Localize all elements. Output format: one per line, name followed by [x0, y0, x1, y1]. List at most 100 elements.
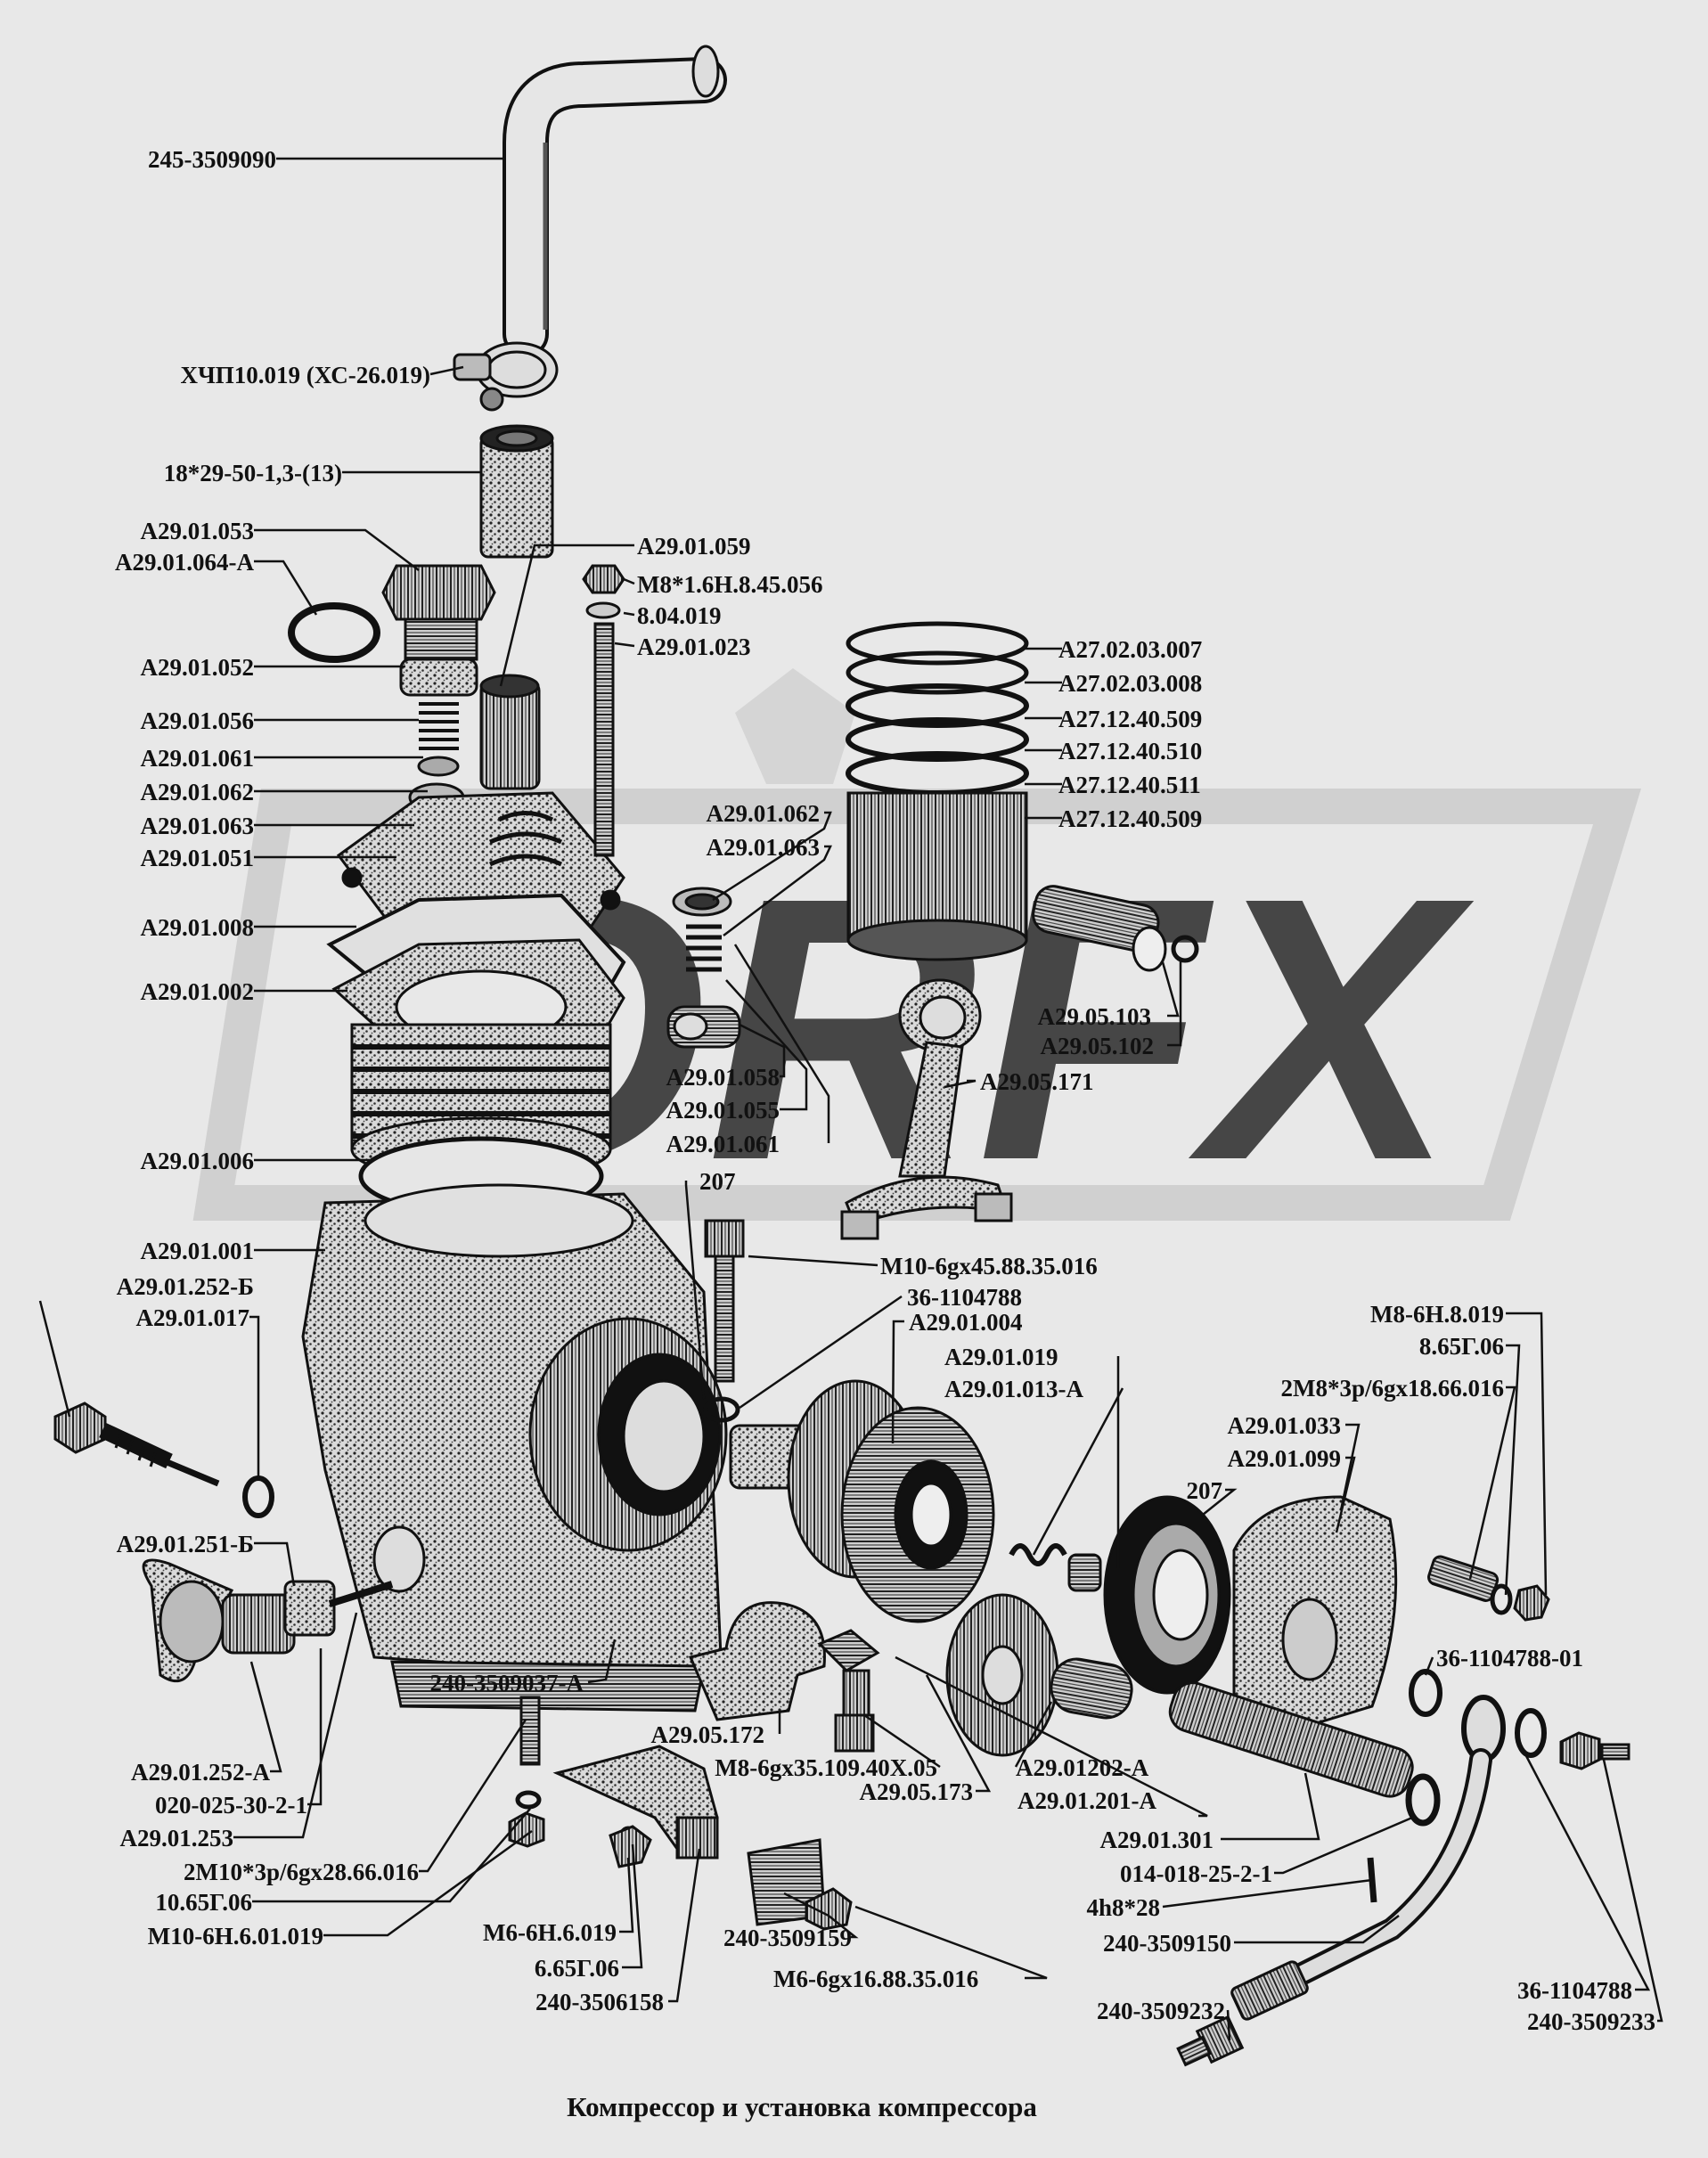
- part-label: А27.12.40.509: [1058, 706, 1202, 732]
- part-label: А29.01.058: [666, 1064, 780, 1091]
- bearing-207: [1103, 1495, 1231, 1695]
- part-label: А29.01.201-А: [1017, 1787, 1156, 1814]
- part-label: А29.01.059: [637, 533, 751, 560]
- part-label: 8.04.019: [637, 602, 722, 629]
- part-label: А29.01.301: [1100, 1827, 1214, 1853]
- plate-159: [747, 1838, 853, 1931]
- part-label: 240-3509037-А: [430, 1670, 584, 1696]
- part-label: 240-3509232: [1097, 1998, 1225, 2024]
- bushing-202: [1050, 1657, 1133, 1720]
- washer-207: [703, 1396, 740, 1423]
- part-label: А29.01.063: [707, 834, 821, 861]
- part-label: А27.02.03.007: [1058, 636, 1202, 663]
- part-label: А29.01.017: [136, 1304, 250, 1331]
- part-label: 240-3509150: [1103, 1930, 1231, 1957]
- part-label: А27.12.40.511: [1058, 772, 1201, 798]
- part-labels: 245-3509090 ХЧП10.019 (ХС-26.019) 18*29-…: [115, 146, 1655, 2035]
- stud: [582, 564, 625, 857]
- part-label: А29.01202-А: [1016, 1754, 1149, 1781]
- part-label: А29.01.008: [141, 914, 255, 941]
- part-label: А27.12.40.509: [1058, 805, 1202, 832]
- bearing-shell: [688, 1601, 826, 1721]
- banjo-washer: [1515, 1708, 1547, 1758]
- part-label: А29.05.102: [1041, 1033, 1155, 1059]
- part-label: А29.01.253: [120, 1825, 234, 1851]
- part-label: 6.65Г.06: [535, 1955, 619, 1982]
- part-label: 240-3509233: [1527, 2008, 1655, 2035]
- part-label: А27.02.03.008: [1058, 670, 1202, 697]
- bottom-stud: [508, 1696, 545, 1848]
- part-label: А29.01.251-Б: [117, 1531, 254, 1557]
- part-label: 245-3509090: [148, 146, 276, 173]
- bearing-cover: [1232, 1495, 1398, 1739]
- bracket-bolt: [817, 1629, 880, 1753]
- part-label: А29.05.171: [980, 1068, 1094, 1095]
- end-fitting: [1176, 2015, 1245, 2067]
- part-label: ХЧП10.019 (ХС-26.019): [180, 362, 430, 388]
- part-label: А29.01.002: [141, 978, 255, 1005]
- part-label: А29.01.062: [141, 779, 255, 805]
- part-label: 2М8*3р/6gх18.66.016: [1280, 1375, 1504, 1402]
- part-label: М6-6Н.6.019: [483, 1919, 617, 1946]
- crankshaft: [729, 1379, 1059, 1757]
- part-label: А29.05.103: [1038, 1003, 1152, 1030]
- hose-clamp: [453, 341, 559, 412]
- part-label: А29.01.252-А: [131, 1759, 270, 1786]
- bent-pipe: [503, 57, 727, 357]
- wing-valve: [142, 1558, 394, 1683]
- part-label: А29.01.064-А: [115, 549, 254, 576]
- part-label: А29.01.052: [141, 654, 255, 681]
- o-ring: [1405, 1773, 1441, 1827]
- part-label: М10-6Н.6.01.019: [148, 1923, 323, 1950]
- part-label: М6-6gх16.88.35.016: [773, 1966, 978, 1992]
- part-label: 207: [699, 1168, 736, 1195]
- part-label: А29.01.061: [666, 1131, 780, 1157]
- part-label: А29.01.063: [141, 813, 255, 839]
- small-spring: [1009, 1543, 1067, 1566]
- banjo-bolt: [1559, 1731, 1630, 1770]
- part-label: А29.01.061: [141, 745, 255, 772]
- crankcase: [301, 1183, 728, 1713]
- part-label: А27.12.40.510: [1058, 738, 1202, 764]
- piston-pin: [1032, 885, 1199, 972]
- cover-stud: [1427, 1555, 1550, 1622]
- part-label: А29.01.051: [141, 845, 255, 871]
- drain-bolt: [53, 1402, 220, 1487]
- valve-fitting: [381, 564, 496, 813]
- part-label: А29.01.023: [637, 634, 751, 660]
- part-label: А29.01.099: [1228, 1445, 1342, 1472]
- washer-01: [1409, 1669, 1442, 1717]
- part-label: 014-018-25-2-1: [1120, 1860, 1272, 1887]
- part-label: М10-6gх45.88.35.016: [880, 1253, 1098, 1279]
- rubber-hose: [479, 424, 554, 559]
- long-bolt: [704, 1219, 745, 1383]
- part-label: А29.05.172: [651, 1721, 765, 1748]
- part-label: А29.01.001: [141, 1238, 255, 1264]
- part-label: 2М10*3р/6gх28.66.016: [184, 1859, 419, 1885]
- part-label: М8-6Н.8.019: [1370, 1301, 1504, 1328]
- part-label: 36-1104788: [1517, 1977, 1632, 2004]
- part-label: М8*1.6Н.8.45.056: [637, 571, 823, 598]
- part-label: 240-3509159: [723, 1925, 852, 1951]
- part-label: А29.01.019: [944, 1344, 1058, 1370]
- deflector-bracket: [552, 1745, 719, 1868]
- part-label: 36-1104788: [907, 1284, 1022, 1311]
- part-label: А29.05.173: [860, 1778, 974, 1805]
- piston: [846, 621, 1029, 961]
- part-label: 207: [1187, 1477, 1223, 1504]
- washer-017: [242, 1475, 274, 1518]
- part-label: А29.01.004: [909, 1309, 1023, 1336]
- part-label: 18*29-50-1,3-(13): [164, 460, 342, 486]
- part-label: А29.01.252-Б: [117, 1273, 254, 1300]
- suction-valve-parts: [666, 887, 741, 1049]
- diagram-caption: Компрессор и установка компрессора: [567, 2091, 1037, 2122]
- part-label: А29.01.053: [141, 518, 255, 544]
- part-label: А29.01.033: [1228, 1412, 1342, 1439]
- small-bushing: [1067, 1553, 1102, 1592]
- part-label: А29.01.056: [141, 707, 255, 734]
- part-label: М8-6gх35.109.40Х.05: [715, 1754, 937, 1781]
- drive-shaft: [1168, 1681, 1414, 1798]
- part-label: 36-1104788-01: [1436, 1645, 1583, 1672]
- part-label: А29.01.006: [141, 1148, 255, 1174]
